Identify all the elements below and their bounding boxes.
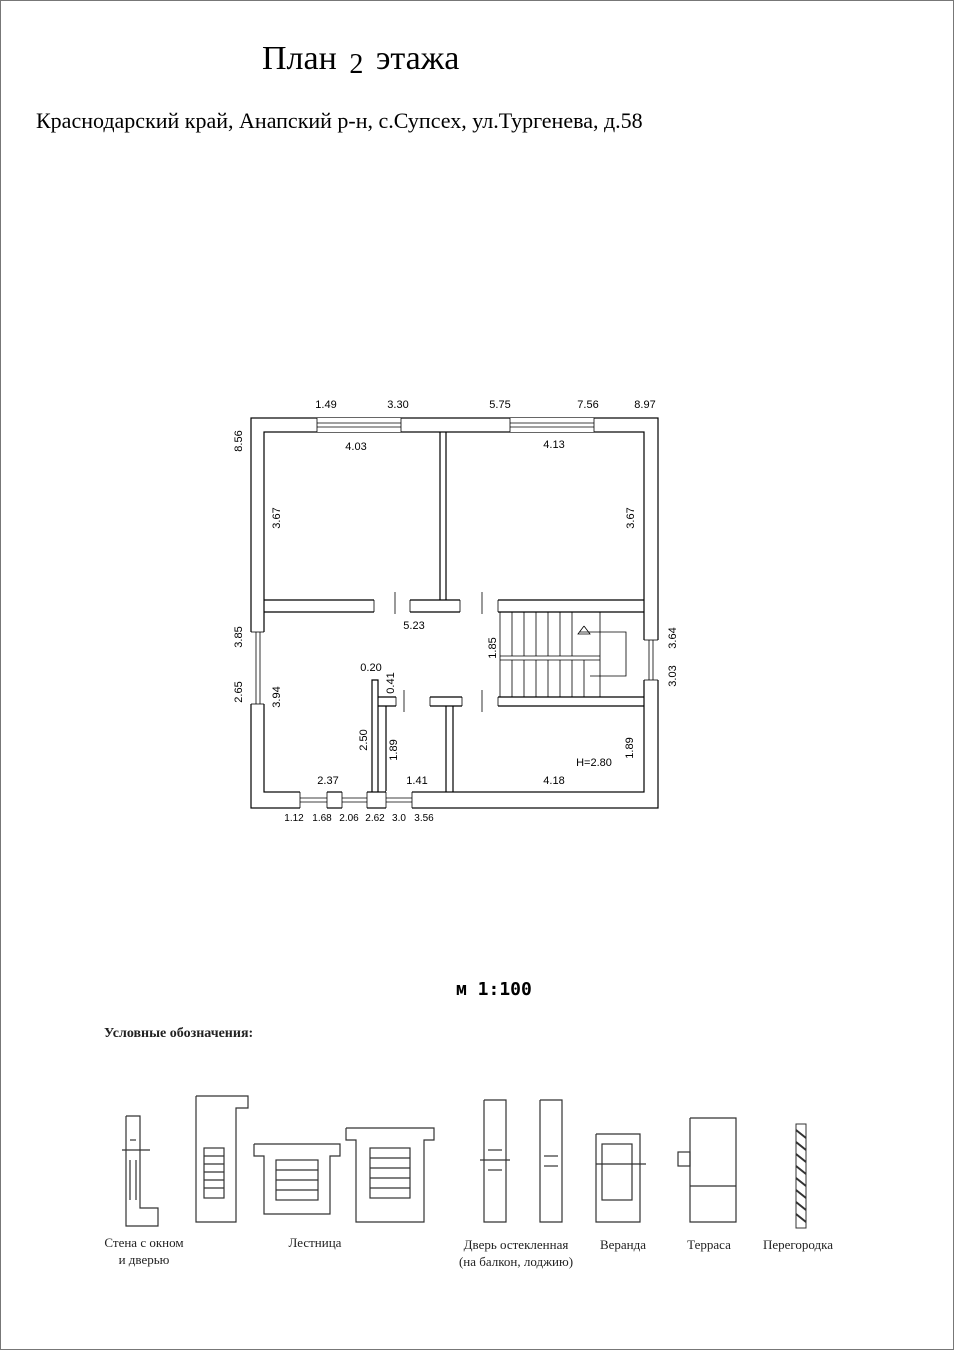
dim-left-window-upper: 3.85 xyxy=(233,626,245,647)
dim-top-5: 8.97 xyxy=(634,399,655,411)
window-bottom-2 xyxy=(341,791,368,809)
dim-small-room-height: 1.89 xyxy=(388,739,400,760)
ceiling-height: H=2.80 xyxy=(576,757,612,769)
window-top-left xyxy=(316,418,402,432)
window-top-right xyxy=(509,418,595,432)
dim-hall-bottom: 2.37 xyxy=(317,775,338,787)
legend-label-veranda: Веранда xyxy=(599,1237,647,1252)
title-prefix: План xyxy=(262,40,337,77)
dim-right-window-upper: 3.64 xyxy=(667,627,679,648)
dim-room-ne-height: 3.67 xyxy=(625,507,637,528)
window-right xyxy=(643,639,659,681)
dim-top-3: 5.75 xyxy=(489,399,510,411)
legend-title: Условные обозначения: xyxy=(104,1026,254,1041)
door-nw xyxy=(373,592,411,614)
door-se-room xyxy=(461,690,499,712)
dim-bottom-2: 1.68 xyxy=(312,813,332,824)
window-left xyxy=(250,631,266,705)
dim-bottom-4: 2.62 xyxy=(365,813,385,824)
window-bottom-1 xyxy=(299,791,328,809)
legend-stair-symbol-2 xyxy=(253,1143,341,1215)
dim-small-room-width: 1.41 xyxy=(406,775,427,787)
legend-stair-symbol-3 xyxy=(345,1127,435,1223)
dim-hall-partition: 0.20 xyxy=(360,662,381,674)
dim-hall-offset: 0.41 xyxy=(385,672,397,693)
legend-label-partition: Перегородка xyxy=(762,1237,834,1252)
legend-wall-symbol xyxy=(122,1115,159,1227)
dim-hall-lower: 2.50 xyxy=(358,729,370,750)
legend-partition-symbol xyxy=(795,1123,807,1229)
door-small-room xyxy=(395,690,431,712)
dim-right-window-lower: 3.03 xyxy=(667,665,679,686)
dim-se-room-width: 4.18 xyxy=(543,775,564,787)
dim-room-nw-width: 4.03 xyxy=(345,441,366,453)
dim-bottom-6: 3.56 xyxy=(414,813,434,824)
legend-stair-symbol-1 xyxy=(195,1095,249,1223)
legend-label-terrace: Терраса xyxy=(687,1237,731,1252)
dim-bottom-1: 1.12 xyxy=(284,813,304,824)
address: Краснодарский край, Анапский р-н, с.Супс… xyxy=(36,108,643,133)
door-ne xyxy=(459,592,499,614)
staircase xyxy=(499,612,627,697)
legend-label-door: Дверь остекленная (на балкон, лоджию) xyxy=(458,1237,574,1269)
dim-se-room-height: 1.89 xyxy=(624,737,636,758)
legend-terrace-symbol xyxy=(677,1117,737,1223)
dim-left-total: 8.56 xyxy=(233,430,245,451)
window-bottom-3 xyxy=(385,791,413,809)
dim-top-2: 3.30 xyxy=(387,399,408,411)
outer-wall-outer xyxy=(250,417,659,809)
dim-room-ne-width: 4.13 xyxy=(543,439,564,451)
dim-hall-height: 3.94 xyxy=(271,686,283,707)
dim-bottom-3: 2.06 xyxy=(339,813,359,824)
legend-label-stair: Лестница xyxy=(288,1235,342,1250)
dim-left-window-lower: 2.65 xyxy=(233,681,245,702)
dim-top-4: 7.56 xyxy=(577,399,598,411)
legend-veranda-symbol xyxy=(595,1133,646,1223)
dim-stair-height: 1.85 xyxy=(487,637,499,658)
dim-top-1: 1.49 xyxy=(315,399,336,411)
legend-door-symbol xyxy=(480,1099,563,1223)
legend-label-wall: Стена с окном и дверью xyxy=(104,1235,184,1267)
scale-label: м 1:100 xyxy=(456,979,532,1000)
page-title: План 2 этажа xyxy=(262,40,460,80)
title-suffix: этажа xyxy=(375,40,460,77)
dim-bottom-5: 3.0 xyxy=(392,813,406,824)
dim-room-nw-height: 3.67 xyxy=(271,507,283,528)
title-floor-number: 2 xyxy=(349,49,364,80)
dim-hall-width: 5.23 xyxy=(403,620,424,632)
